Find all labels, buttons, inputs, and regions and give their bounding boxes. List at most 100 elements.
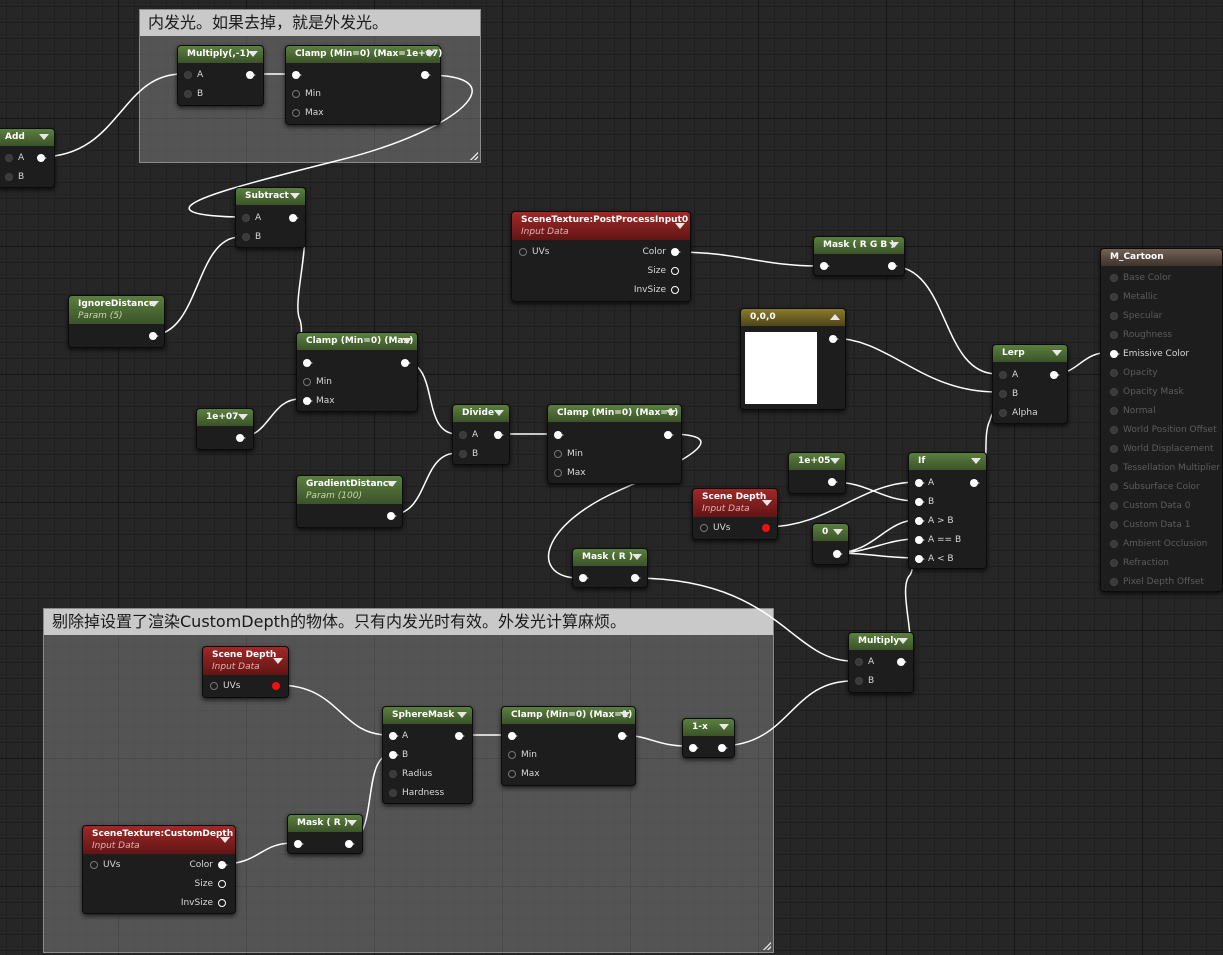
pin-max[interactable]: Max [507, 769, 540, 779]
chevron-down-icon[interactable] [666, 410, 676, 416]
pin-a-lt-b[interactable]: A < B [914, 554, 954, 564]
material-pin-normal[interactable]: Normal [1109, 406, 1156, 416]
pin-a[interactable]: A [458, 430, 478, 440]
node-header[interactable]: 1e+05 [789, 453, 845, 470]
output-pin[interactable] [761, 523, 771, 533]
mask-r-node[interactable]: Mask ( R ) [572, 548, 648, 588]
node-header[interactable]: Clamp (Min=0) (Max=1) [502, 707, 635, 724]
chevron-down-icon[interactable] [632, 554, 642, 560]
material-pin-world-position-offset[interactable]: World Position Offset [1109, 425, 1217, 435]
pin-max[interactable]: Max [291, 108, 324, 118]
node-header[interactable]: If [909, 453, 986, 470]
output-pin[interactable] [386, 511, 397, 521]
input-pin[interactable] [293, 839, 304, 849]
input-pin[interactable] [507, 731, 518, 741]
pin-radius[interactable]: Radius [388, 769, 432, 779]
pin-uvs[interactable]: UVs [518, 247, 549, 257]
pin-b[interactable]: B [4, 172, 24, 182]
constant-color-000-node[interactable]: 0,0,0 [740, 308, 846, 410]
output-pin[interactable] [344, 839, 355, 849]
pin-min[interactable]: Min [507, 750, 537, 760]
chevron-down-icon[interactable] [149, 301, 159, 307]
output-pin[interactable] [1049, 370, 1060, 380]
sphere-mask-node[interactable]: SphereMask A B Radius Hardness [382, 706, 473, 804]
node-header[interactable]: Multiply(,-1) [178, 46, 263, 63]
node-header[interactable]: Clamp (Min=0) (Max) [297, 333, 417, 350]
chevron-down-icon[interactable] [402, 338, 412, 344]
multiply-node[interactable]: Multiply A B [848, 632, 914, 693]
material-pin-custom-data-0[interactable]: Custom Data 0 [1109, 501, 1190, 511]
one-minus-node[interactable]: 1-x [682, 718, 735, 758]
chevron-down-icon[interactable] [971, 458, 981, 464]
output-pin[interactable] [663, 430, 674, 440]
material-pin-subsurface-color[interactable]: Subsurface Color [1109, 482, 1200, 492]
node-header[interactable]: 1-x [683, 719, 734, 736]
pin-invsize[interactable]: InvSize [634, 285, 680, 295]
input-pin[interactable] [302, 358, 313, 368]
pin-b[interactable]: B [388, 750, 408, 760]
pin-color[interactable]: Color [643, 247, 681, 257]
pin-color[interactable]: Color [190, 860, 228, 870]
resize-handle[interactable] [763, 942, 771, 950]
pin-min[interactable]: Min [302, 377, 332, 387]
pin-hardness[interactable]: Hardness [388, 788, 444, 798]
pin-b[interactable]: B [998, 389, 1018, 399]
node-header[interactable]: Mask ( R ) [288, 815, 362, 832]
pin-a[interactable]: A [914, 478, 934, 488]
chevron-down-icon[interactable] [675, 223, 685, 229]
pin-a[interactable]: A [998, 370, 1018, 380]
mask-r-node-bottom[interactable]: Mask ( R ) [287, 814, 363, 854]
chevron-down-icon[interactable] [457, 712, 467, 718]
if-node[interactable]: If A B A > B A == B A < B [908, 452, 987, 569]
clamp-mid-node[interactable]: Clamp (Min=0) (Max) Min Max [296, 332, 418, 412]
node-header[interactable]: 0 [813, 524, 848, 541]
pin-b[interactable]: B [458, 449, 478, 459]
mask-rgb-node[interactable]: Mask ( R G B ) [813, 236, 905, 276]
pin-b[interactable]: B [241, 232, 261, 242]
chevron-down-icon[interactable] [620, 712, 630, 718]
constant-1e05-node[interactable]: 1e+05 [788, 452, 846, 494]
pin-invsize[interactable]: InvSize [181, 898, 227, 908]
pin-min[interactable]: Min [553, 449, 583, 459]
clamp-top-node[interactable]: Clamp (Min=0) (Max=1e+07) Min Max [285, 45, 442, 125]
chevron-down-icon[interactable] [719, 724, 729, 730]
material-pin-custom-data-1[interactable]: Custom Data 1 [1109, 520, 1190, 530]
pin-max[interactable]: Max [553, 468, 586, 478]
material-pin-pixel-depth-offset[interactable]: Pixel Depth Offset [1109, 577, 1204, 587]
node-header[interactable]: Mask ( R G B ) [814, 237, 904, 254]
constant-0-node[interactable]: 0 [812, 523, 849, 565]
material-pin-emissive-color[interactable]: Emissive Color [1109, 349, 1189, 359]
multiply-neg-node[interactable]: Multiply(,-1) A B [177, 45, 264, 106]
pin-alpha[interactable]: Alpha [998, 408, 1038, 418]
output-pin[interactable] [887, 261, 898, 271]
pin-a-eq-b[interactable]: A == B [914, 535, 961, 545]
chevron-down-icon[interactable] [39, 134, 49, 140]
output-pin[interactable] [896, 657, 907, 667]
chevron-down-icon[interactable] [889, 242, 899, 248]
output-pin[interactable] [493, 430, 504, 440]
material-pin-base-color[interactable]: Base Color [1109, 273, 1171, 283]
output-pin[interactable] [630, 573, 641, 583]
output-pin[interactable] [288, 213, 299, 223]
pin-min[interactable]: Min [291, 89, 321, 99]
chevron-up-icon[interactable] [830, 314, 840, 320]
material-pin-refraction[interactable]: Refraction [1109, 558, 1169, 568]
pin-a[interactable]: A [241, 213, 261, 223]
pin-a[interactable]: A [854, 657, 874, 667]
node-header[interactable]: Lerp [993, 345, 1067, 362]
input-pin[interactable] [291, 70, 302, 80]
pin-a[interactable]: A [4, 153, 24, 163]
chevron-down-icon[interactable] [248, 51, 258, 57]
input-pin[interactable] [578, 573, 589, 583]
pin-b[interactable]: B [183, 89, 203, 99]
chevron-down-icon[interactable] [273, 658, 283, 664]
output-pin[interactable] [832, 549, 843, 559]
